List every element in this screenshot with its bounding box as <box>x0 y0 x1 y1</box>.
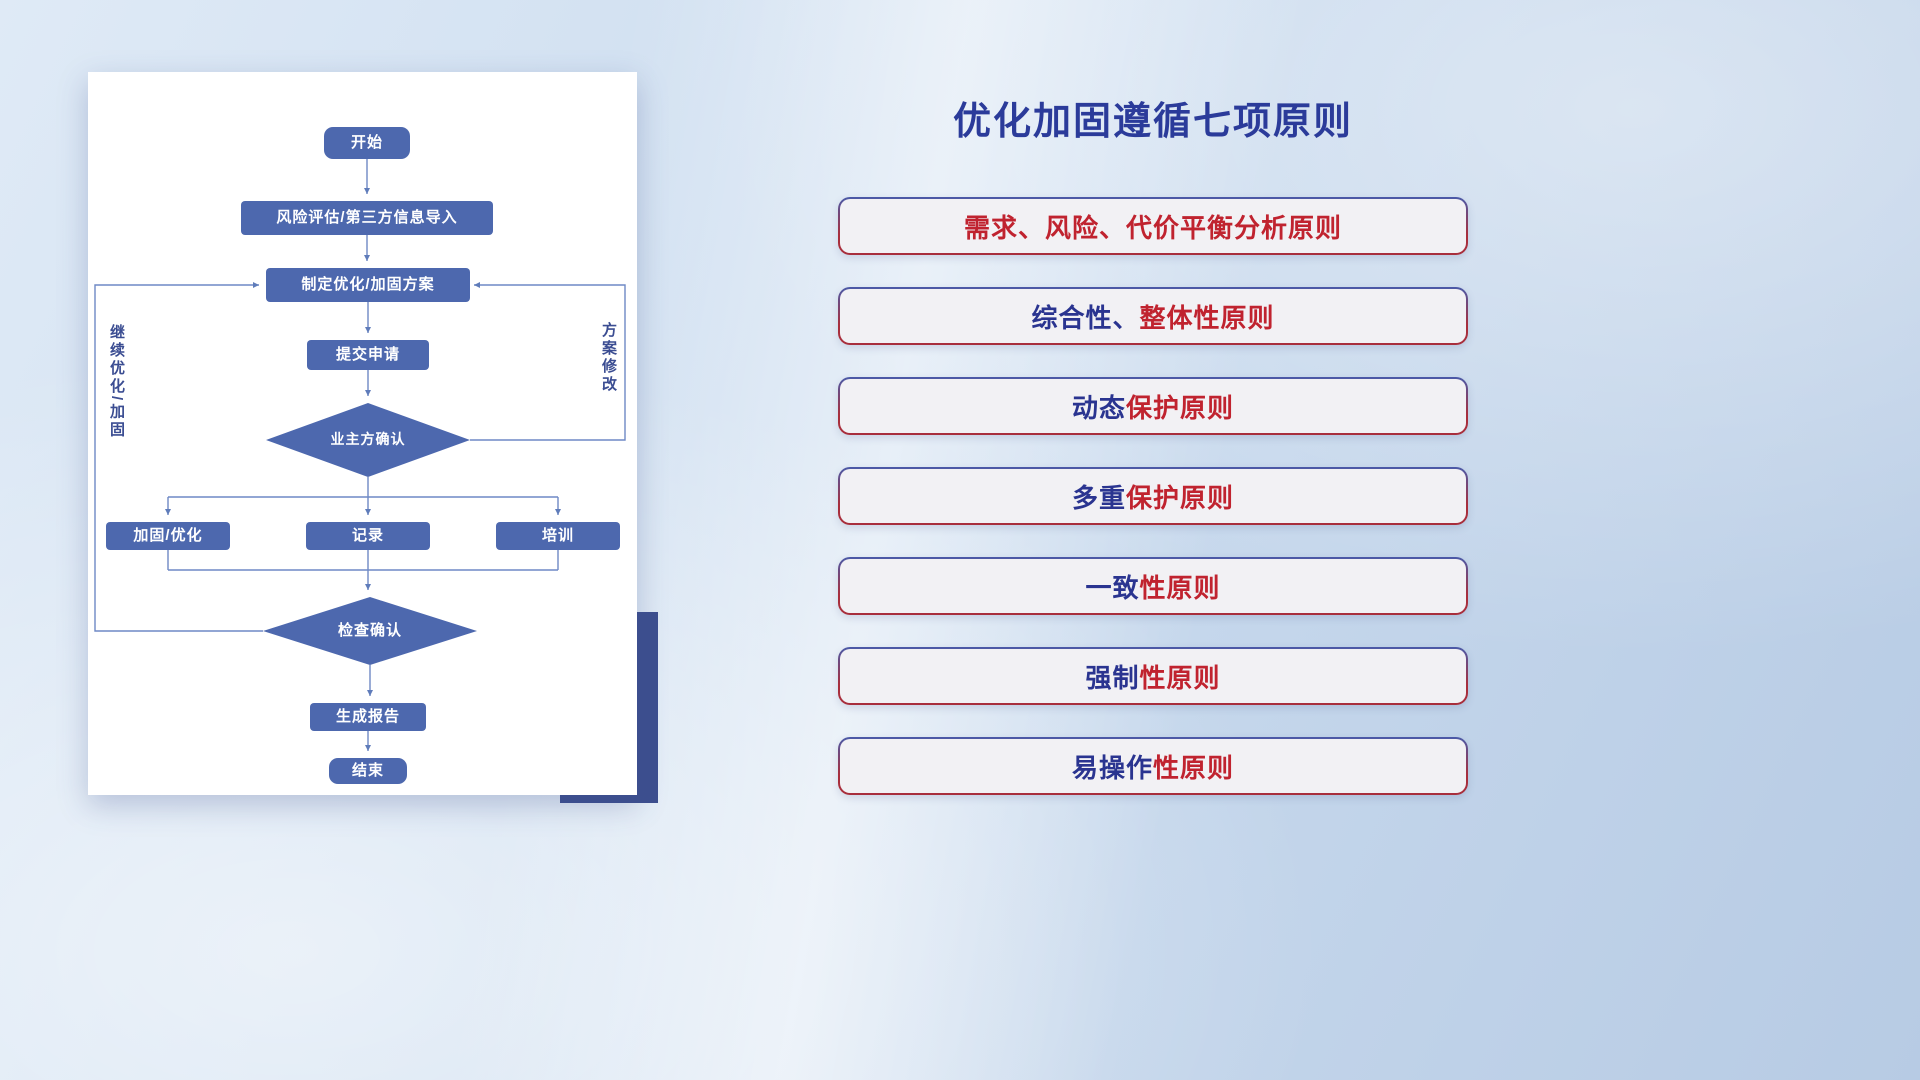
principle-item: 强制性原则 <box>838 647 1468 705</box>
principle-item: 动态保护原则 <box>838 377 1468 435</box>
principle-text-prefix: 多重 <box>1071 482 1126 513</box>
principle-item-inner: 需求、风险、代价平衡分析原则 <box>839 198 1467 254</box>
principle-text-suffix: 性原则 <box>1153 752 1235 783</box>
flow-label-plan-revise: 方案修改 <box>600 322 617 394</box>
principle-text-prefix: 综合性、 <box>1031 302 1140 333</box>
principle-text-suffix: 性原则 <box>1139 572 1221 603</box>
flowchart-card: 开始 风险评估/第三方信息导入 制定优化/加固方案 提交申请 业主方确认 加固/… <box>88 72 637 795</box>
principle-item-inner: 强制性原则 <box>839 648 1467 704</box>
principle-item: 综合性、整体性原则 <box>838 287 1468 345</box>
principle-item-inner: 多重保护原则 <box>839 468 1467 524</box>
flow-connectors <box>94 159 626 751</box>
principles-panel: 优化加固遵循七项原则 需求、风险、代价平衡分析原则 综合性、整体性原则 动态保护… <box>838 90 1468 795</box>
principle-item: 一致性原则 <box>838 557 1468 615</box>
principle-item-inner: 易操作性原则 <box>839 738 1467 794</box>
principle-item-inner: 综合性、整体性原则 <box>839 288 1467 344</box>
flow-node-training: 培训 <box>496 522 620 550</box>
principle-item-inner: 动态保护原则 <box>839 378 1467 434</box>
flow-node-harden-optimize: 加固/优化 <box>106 522 230 550</box>
principle-item: 多重保护原则 <box>838 467 1468 525</box>
flow-node-record: 记录 <box>306 522 430 550</box>
principle-text-suffix: 整体性原则 <box>1139 302 1275 333</box>
flow-node-end: 结束 <box>329 758 407 784</box>
flow-connector-lines <box>94 159 626 751</box>
principle-text-prefix: 易操作 <box>1071 752 1153 783</box>
principle-text-suffix: 需求、风险、代价平衡分析原则 <box>963 212 1342 243</box>
principle-text-prefix: 一致 <box>1085 572 1140 603</box>
principle-text-prefix: 强制 <box>1085 662 1140 693</box>
principle-item: 易操作性原则 <box>838 737 1468 795</box>
principles-list: 需求、风险、代价平衡分析原则 综合性、整体性原则 动态保护原则 多重保护原则 一… <box>838 197 1468 795</box>
flow-node-generate-report: 生成报告 <box>310 703 426 731</box>
principles-title: 优化加固遵循七项原则 <box>952 101 1353 143</box>
flow-node-risk-assessment: 风险评估/第三方信息导入 <box>241 201 493 235</box>
principle-text-suffix: 保护原则 <box>1126 392 1235 423</box>
flow-node-submit-request: 提交申请 <box>307 340 429 370</box>
principle-text-suffix: 性原则 <box>1139 662 1221 693</box>
principle-item-inner: 一致性原则 <box>839 558 1467 614</box>
principle-text-prefix: 动态 <box>1071 392 1126 423</box>
principle-item: 需求、风险、代价平衡分析原则 <box>838 197 1468 255</box>
principle-text-suffix: 保护原则 <box>1126 482 1235 513</box>
flow-node-make-plan: 制定优化/加固方案 <box>266 268 470 302</box>
flow-node-start: 开始 <box>324 127 410 159</box>
flow-label-continue-optimize: 继续优化/加固 <box>108 324 125 440</box>
